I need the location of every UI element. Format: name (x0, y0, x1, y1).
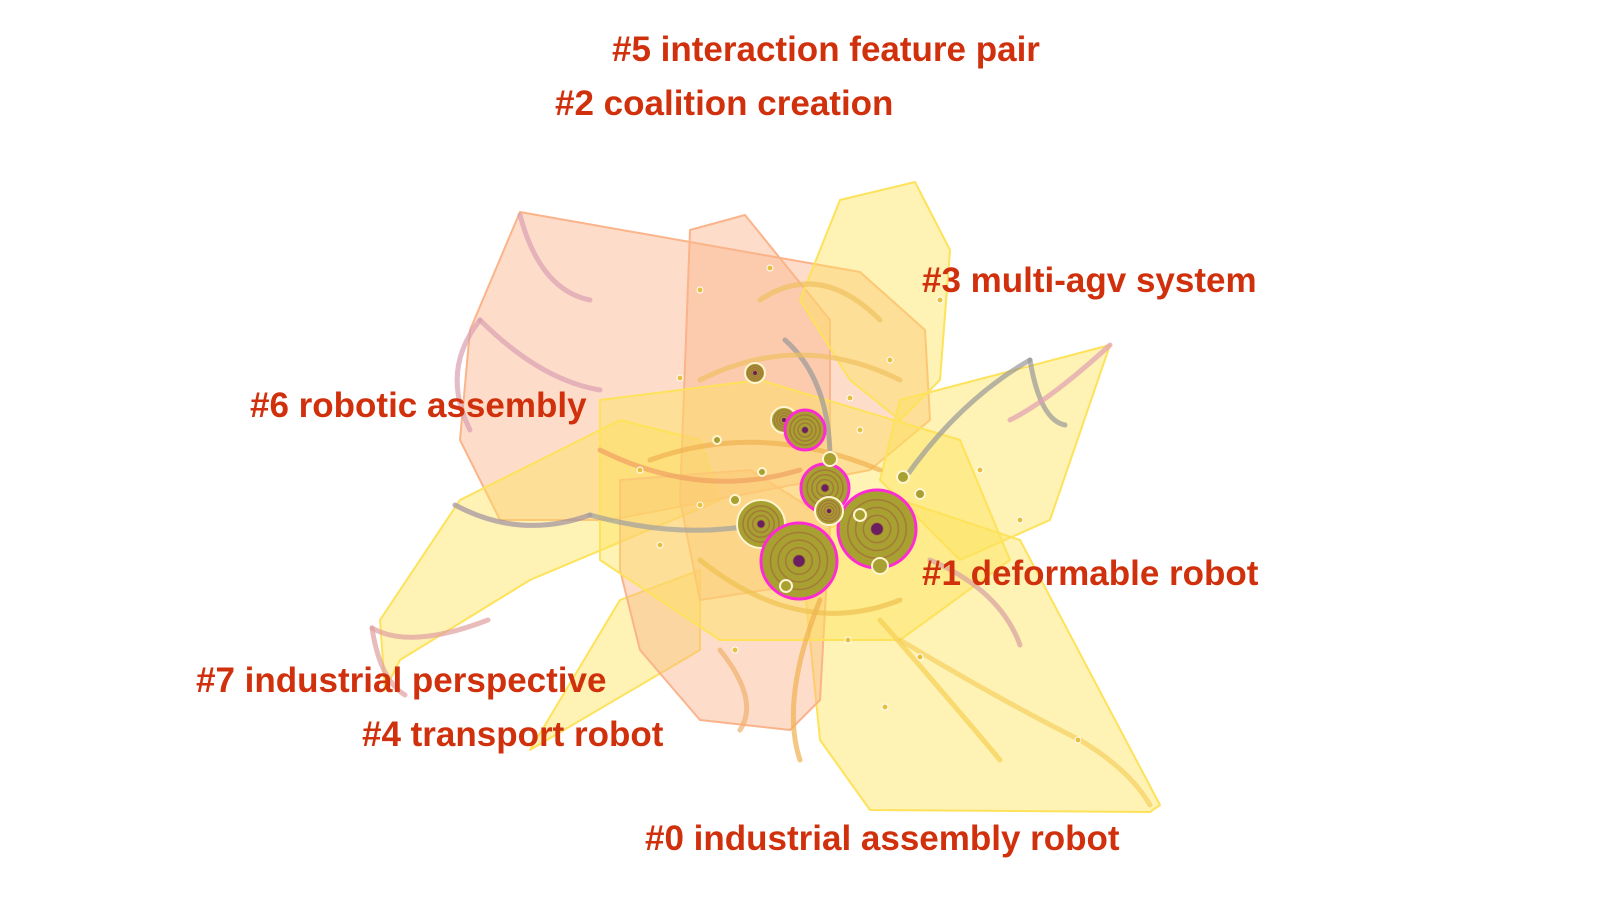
citation-link (757, 281, 883, 323)
publication-node-small (1074, 736, 1082, 744)
publication-node-small (856, 426, 864, 434)
citation-link (717, 647, 750, 733)
publication-node (914, 488, 926, 500)
publication-node-small (766, 264, 774, 272)
node-ring (777, 539, 821, 583)
publication-node (757, 467, 767, 477)
citation-link (597, 447, 803, 484)
citation-link (517, 212, 593, 303)
node-ring (862, 514, 892, 544)
citation-link (647, 439, 883, 473)
cluster-label-0[interactable]: #0 industrial assembly robot (645, 819, 1120, 858)
node-ring (854, 506, 900, 552)
node-ring (792, 554, 806, 568)
node-ring (784, 546, 814, 576)
publication-node-small (844, 636, 852, 644)
node-ring (750, 368, 760, 378)
publication-node-small (656, 541, 664, 549)
node-ring (817, 499, 841, 523)
node-ring (793, 418, 817, 442)
cluster-hull (799, 181, 951, 421)
cluster-hulls (379, 181, 1161, 813)
citation-link (877, 617, 1003, 763)
node-ring (746, 364, 764, 382)
citation-link (697, 557, 903, 616)
citation-link (782, 337, 833, 463)
node-ring (748, 366, 762, 380)
citation-link (902, 357, 1033, 481)
node-core (782, 418, 786, 422)
publication-node-small (976, 466, 984, 474)
citation-link (369, 625, 408, 698)
publication-node-small (731, 646, 739, 654)
publication-node (712, 435, 722, 445)
citation-link (369, 617, 491, 640)
cluster-hull (529, 569, 701, 751)
citation-link (1007, 342, 1113, 423)
citation-link (697, 352, 903, 383)
node-ring (823, 505, 835, 517)
citation-link (454, 317, 483, 433)
citation-link (790, 597, 823, 763)
publication-node (853, 508, 867, 522)
cluster-label-1[interactable]: #1 deformable robot (922, 554, 1259, 593)
node-ring (747, 510, 775, 538)
publication-node (871, 557, 889, 575)
node-ring (742, 505, 780, 543)
publication-node-small (696, 286, 704, 294)
cluster-label-3[interactable]: #3 multi-agv system (922, 261, 1257, 300)
citation-link (452, 502, 593, 528)
node-core (757, 520, 765, 528)
node-core (802, 427, 808, 433)
node-core (753, 371, 757, 375)
citation-link (477, 317, 603, 393)
cluster-label-7[interactable]: #7 industrial perspective (196, 661, 607, 700)
node-ring (751, 514, 771, 534)
node-core (793, 555, 805, 567)
citation-link (1077, 737, 1153, 808)
node-core (821, 484, 829, 492)
publication-node-small (846, 394, 854, 402)
publication-node (729, 494, 741, 506)
citation-link (927, 557, 1023, 648)
publication-node-small (916, 653, 924, 661)
publication-node (779, 579, 793, 593)
publication-node-small (636, 466, 644, 474)
publication-node-small (696, 501, 704, 509)
node-core (871, 523, 883, 535)
citation-link (897, 637, 1083, 743)
cluster-label-5[interactable]: #5 interaction feature pair (612, 30, 1040, 69)
publication-node-small (886, 356, 894, 364)
publication-node-small (1016, 516, 1024, 524)
node-ring (820, 502, 838, 520)
node-core (826, 508, 832, 514)
citation-link (1027, 357, 1068, 428)
publication-node-small (936, 296, 944, 304)
publication-node (896, 470, 910, 484)
cluster-label-4[interactable]: #4 transport robot (362, 715, 664, 754)
citation-links (369, 212, 1153, 808)
publication-node-small (676, 374, 684, 382)
node-ring (769, 531, 829, 591)
cluster-label-2[interactable]: #2 coalition creation (555, 84, 894, 123)
cluster-label-6[interactable]: #6 robotic assembly (250, 386, 587, 425)
node-ring (797, 422, 813, 438)
cluster-hull (879, 344, 1111, 561)
publication-node-small (881, 703, 889, 711)
node-ring (789, 414, 821, 446)
publication-node (822, 451, 838, 467)
publication-nodes (636, 264, 1082, 744)
node-ring (815, 478, 835, 498)
